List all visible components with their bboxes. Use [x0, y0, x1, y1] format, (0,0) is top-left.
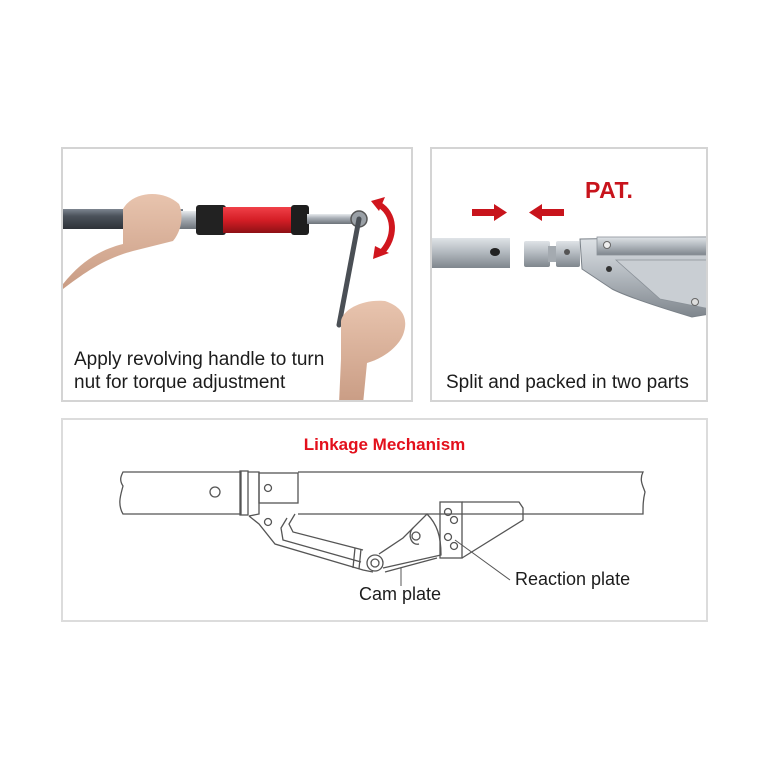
- arrow-right-icon: [472, 204, 507, 221]
- patent-badge: PAT.: [585, 177, 634, 203]
- split-parts-panel: PAT. Split and packed in two parts: [430, 147, 708, 402]
- revolving-handle-panel: Apply revolving handle to turn nut for t…: [61, 147, 413, 402]
- linkage-diagram: [119, 470, 646, 586]
- revolving-handle-illustration: [63, 193, 406, 400]
- split-parts-caption: Split and packed in two parts: [446, 372, 689, 393]
- caption-line-1: Apply revolving handle to turn: [74, 349, 325, 370]
- reaction-plate-label: Reaction plate: [515, 569, 631, 589]
- caption-line-2: nut for torque adjustment: [74, 372, 286, 393]
- cam-plate-label: Cam plate: [359, 584, 442, 604]
- linkage-mechanism-panel: Linkage Mechanism: [61, 418, 708, 622]
- linkage-title: Linkage Mechanism: [303, 435, 466, 454]
- split-parts-illustration: [432, 204, 706, 318]
- revolving-handle-caption: Apply revolving handle to turn nut for t…: [74, 348, 324, 394]
- arrow-left-icon: [529, 204, 564, 221]
